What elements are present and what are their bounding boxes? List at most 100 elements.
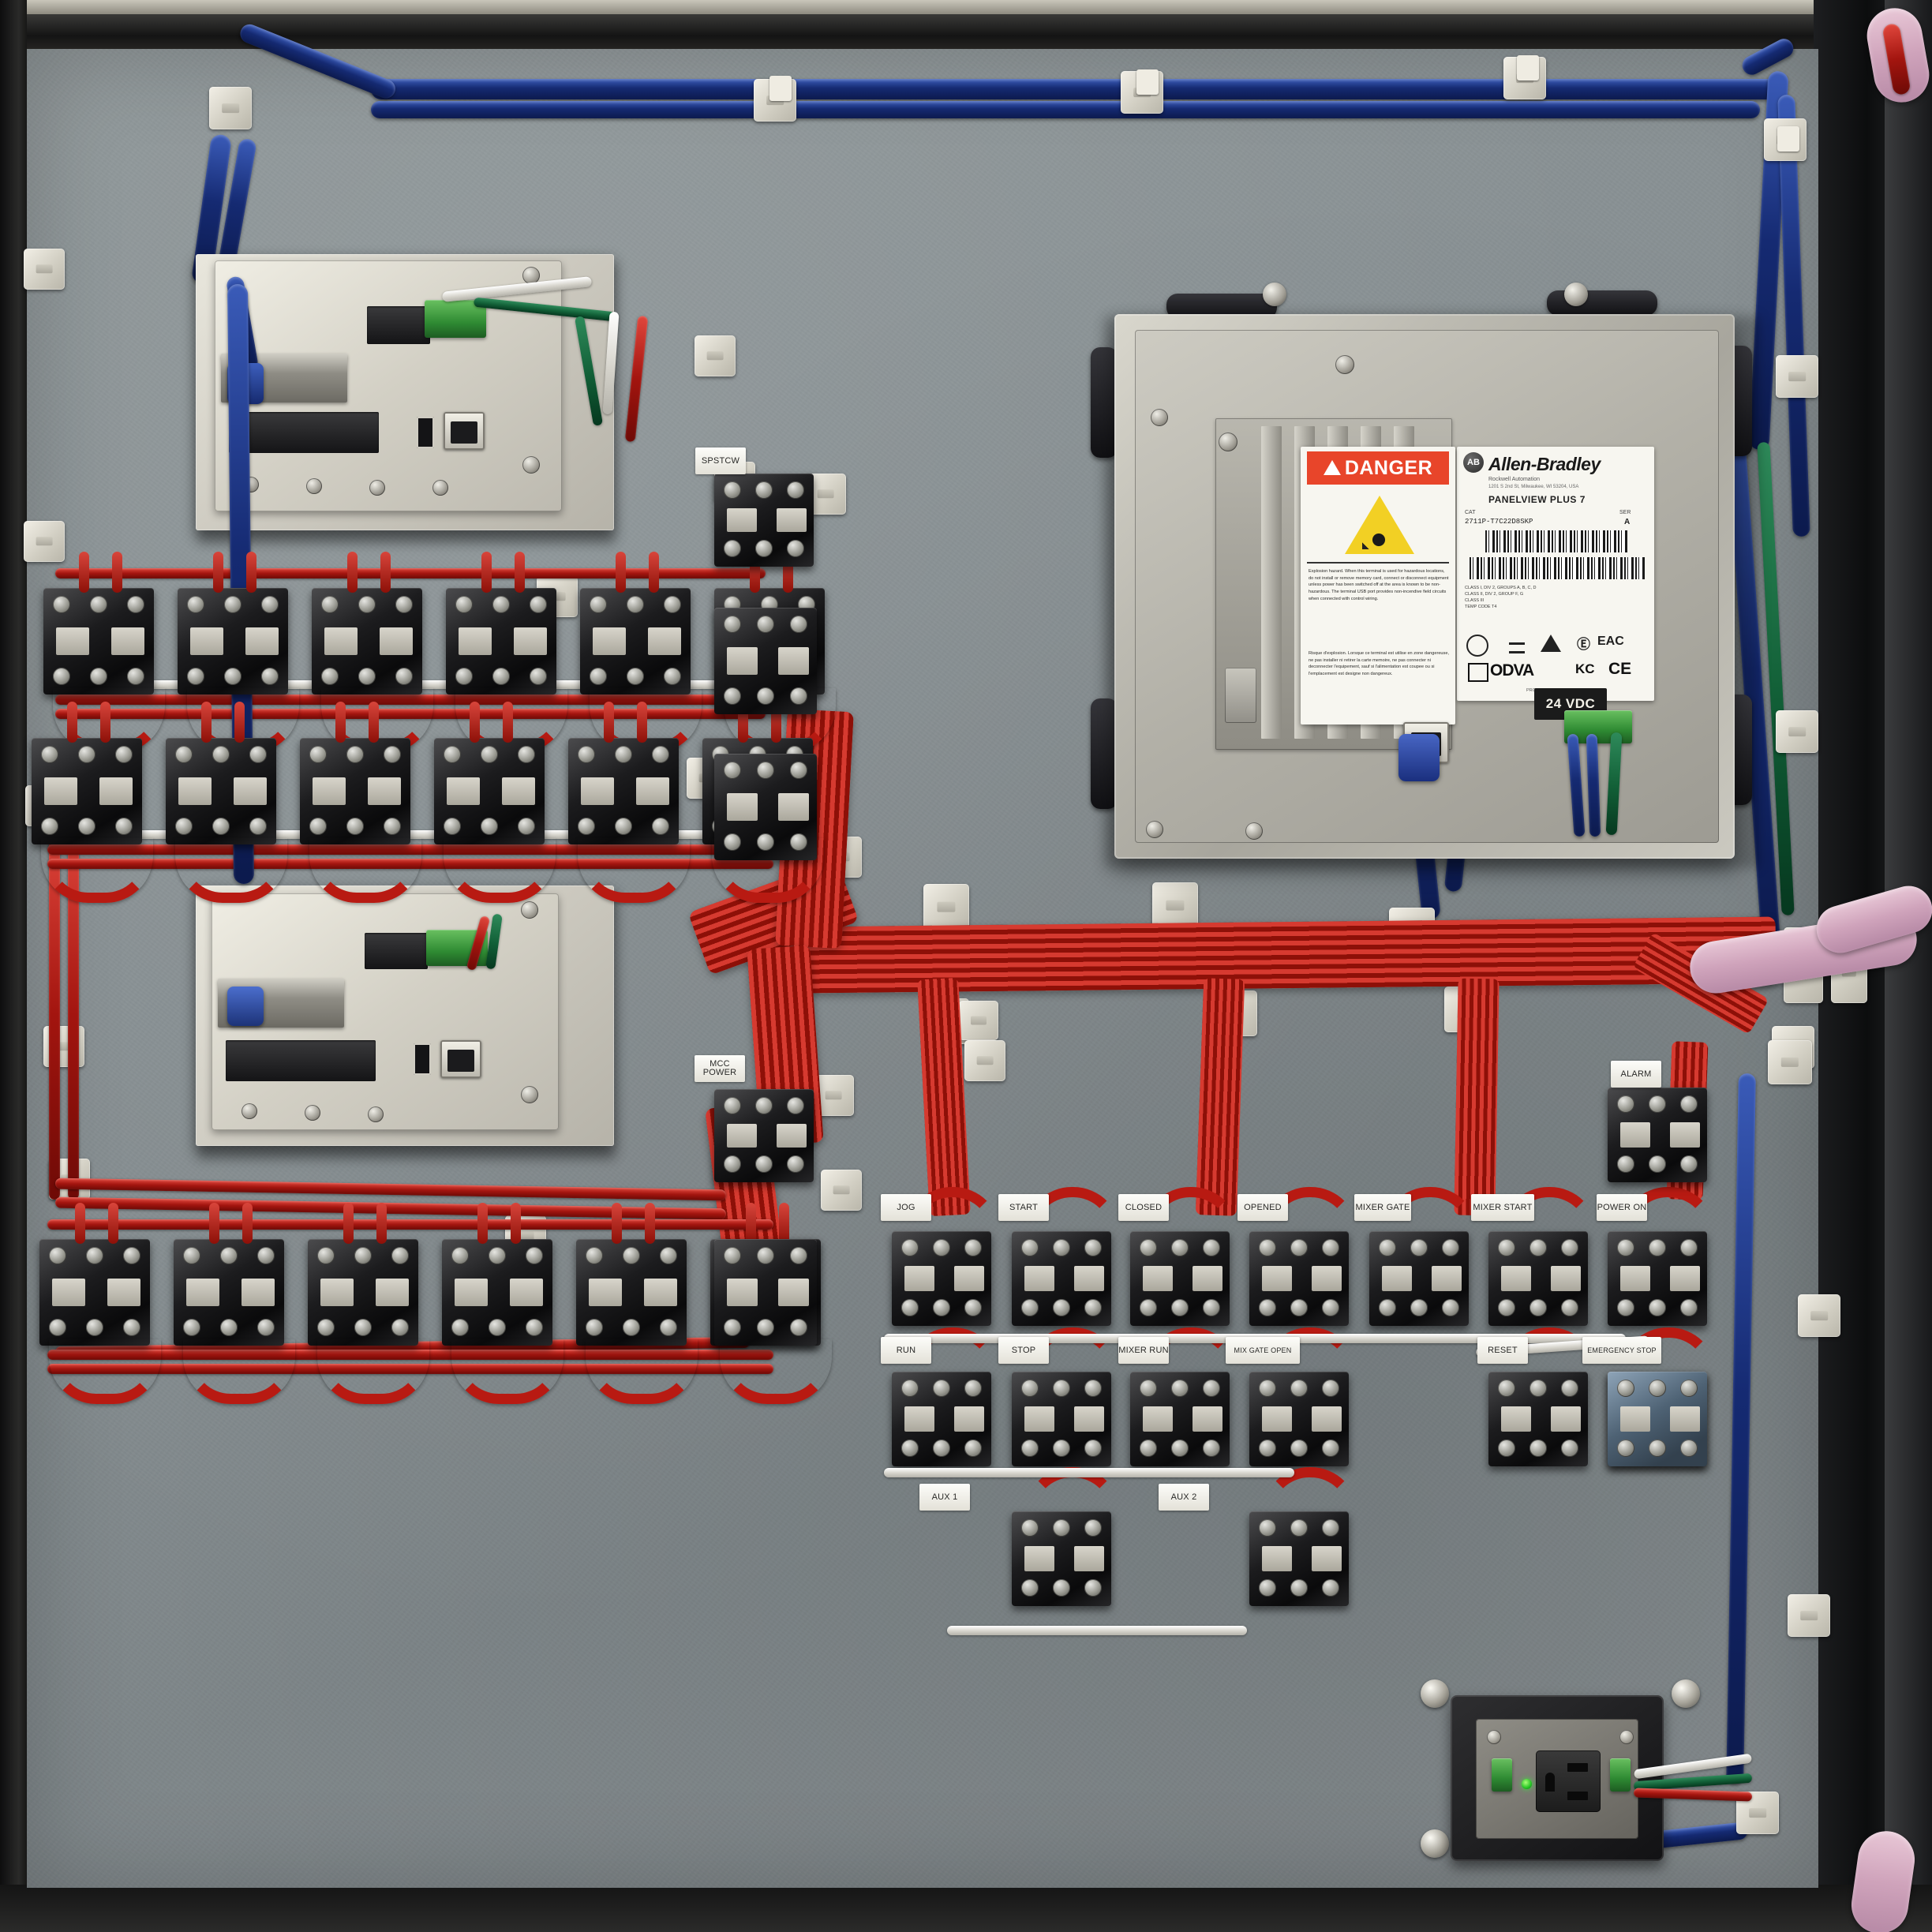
terminal-screw — [586, 1319, 603, 1336]
panelview-screw — [1151, 409, 1168, 426]
terminal-screw — [1617, 1299, 1634, 1316]
terminal-screw — [354, 1247, 372, 1264]
terminal-screw — [358, 596, 376, 613]
relay-socket[interactable] — [714, 754, 817, 860]
mounting-stud — [1421, 1829, 1449, 1858]
terminal-screw — [1290, 1299, 1308, 1316]
terminal-screw — [1410, 1299, 1428, 1316]
module-screw — [522, 267, 540, 284]
ab-ser-value: A — [1624, 518, 1631, 526]
enclosure-left-rail — [0, 0, 27, 1932]
red-branch-drop-2 — [1195, 978, 1245, 1216]
cable-tie-mount — [1152, 882, 1198, 928]
terminal-screw — [1561, 1299, 1578, 1316]
danger-title: DANGER — [1344, 456, 1433, 479]
lbl-poweron: POWER ON — [1597, 1194, 1647, 1221]
relay-socket[interactable] — [714, 1239, 817, 1346]
emergency-stop-relay[interactable] — [1608, 1372, 1707, 1466]
relay-socket[interactable] — [580, 588, 691, 695]
relay-socket[interactable] — [312, 588, 422, 695]
alarm-relay[interactable] — [1608, 1088, 1707, 1182]
ethernet-cable-top-run — [371, 79, 1784, 99]
lbl-jog: JOG — [881, 1194, 931, 1221]
heatsink-fin — [1261, 426, 1282, 739]
panelview-screw — [1146, 821, 1163, 838]
red-bus-lower-a — [47, 1219, 773, 1230]
relay-socket[interactable] — [300, 738, 410, 844]
relay-socket[interactable] — [32, 738, 142, 844]
terminal-screw — [53, 596, 70, 613]
relay-socket[interactable] — [43, 588, 154, 695]
terminal-screw — [933, 1440, 950, 1457]
zip-tie — [1517, 55, 1539, 80]
relay-socket[interactable] — [434, 738, 545, 844]
module-screw — [432, 480, 448, 496]
terminal-screw — [1649, 1155, 1666, 1173]
terminal-screw — [757, 1247, 774, 1264]
red-feed-wire — [481, 552, 492, 593]
terminal-screw — [933, 1299, 950, 1316]
terminal-screw — [261, 668, 279, 685]
relay-socket[interactable] — [166, 738, 276, 844]
io-module-lower-connector-strip — [365, 933, 428, 969]
spstcw-relay[interactable] — [714, 474, 814, 567]
module-screw — [521, 901, 538, 919]
terminal-screw — [590, 596, 607, 613]
terminal-screw — [1379, 1299, 1396, 1316]
relay-socket[interactable] — [308, 1239, 418, 1346]
red-wire-left-vertical-2 — [68, 829, 79, 1200]
eac-text-icon: EAC — [1597, 635, 1624, 648]
relay-socket[interactable] — [442, 1239, 552, 1346]
white-bus-upper-b — [63, 830, 758, 839]
relay-socket[interactable] — [446, 588, 556, 695]
terminal-screw — [187, 596, 204, 613]
relay-contact-window — [455, 1278, 488, 1307]
red-feed-wire — [380, 552, 391, 593]
terminal-screw — [755, 540, 773, 557]
relay-contact-window — [727, 1123, 757, 1148]
terminal-screw — [261, 596, 279, 613]
terminal-screw — [492, 596, 510, 613]
relay-contact-window — [1312, 1546, 1342, 1571]
relay-socket[interactable] — [39, 1239, 150, 1346]
terminal-screw — [317, 1247, 335, 1264]
terminal-screw — [309, 746, 327, 763]
terminal-screw — [1053, 1440, 1070, 1457]
terminal-screw — [724, 762, 741, 779]
mcc-relay[interactable] — [714, 1089, 814, 1182]
terminal-screw — [1259, 1299, 1276, 1316]
red-feed-wire — [78, 552, 89, 593]
terminal-screw — [346, 818, 364, 835]
module-screw — [242, 1103, 257, 1119]
relay-socket[interactable] — [714, 608, 817, 714]
cert-line: TEMP CODE T4 — [1465, 604, 1497, 609]
relay-contact-window — [1312, 1266, 1342, 1291]
terminal-screw — [444, 818, 461, 835]
terminal-screw — [526, 1247, 543, 1264]
relay-socket[interactable] — [568, 738, 679, 844]
relay-socket[interactable] — [178, 588, 288, 695]
terminal-screw — [1530, 1299, 1547, 1316]
relay-socket[interactable] — [174, 1239, 284, 1346]
ethernet-cable-top-run-2 — [371, 101, 1760, 118]
red-feed-wire — [644, 1203, 655, 1244]
terminal-screw — [346, 746, 364, 763]
relay-contact-window — [727, 792, 758, 822]
terminal-screw — [518, 746, 535, 763]
terminal-screw — [1203, 1299, 1220, 1316]
terminal-screw — [1322, 1579, 1339, 1597]
relay-contact-window — [727, 1278, 758, 1307]
terminal-screw — [1498, 1299, 1515, 1316]
red-feed-wire — [648, 552, 659, 593]
relay-contact-window — [589, 1278, 622, 1307]
red-feed-wire — [346, 552, 358, 593]
ethernet-port — [444, 412, 485, 450]
terminal-screw — [578, 818, 595, 835]
red-feed-wire — [66, 702, 77, 743]
ce-mark-icon: CE — [1608, 660, 1632, 678]
relay-contact-window — [1312, 1406, 1342, 1432]
terminal-screw — [964, 1299, 982, 1316]
relay-socket[interactable] — [576, 1239, 687, 1346]
terminal-screw — [1530, 1440, 1547, 1457]
relay-contact-window — [777, 1123, 807, 1148]
